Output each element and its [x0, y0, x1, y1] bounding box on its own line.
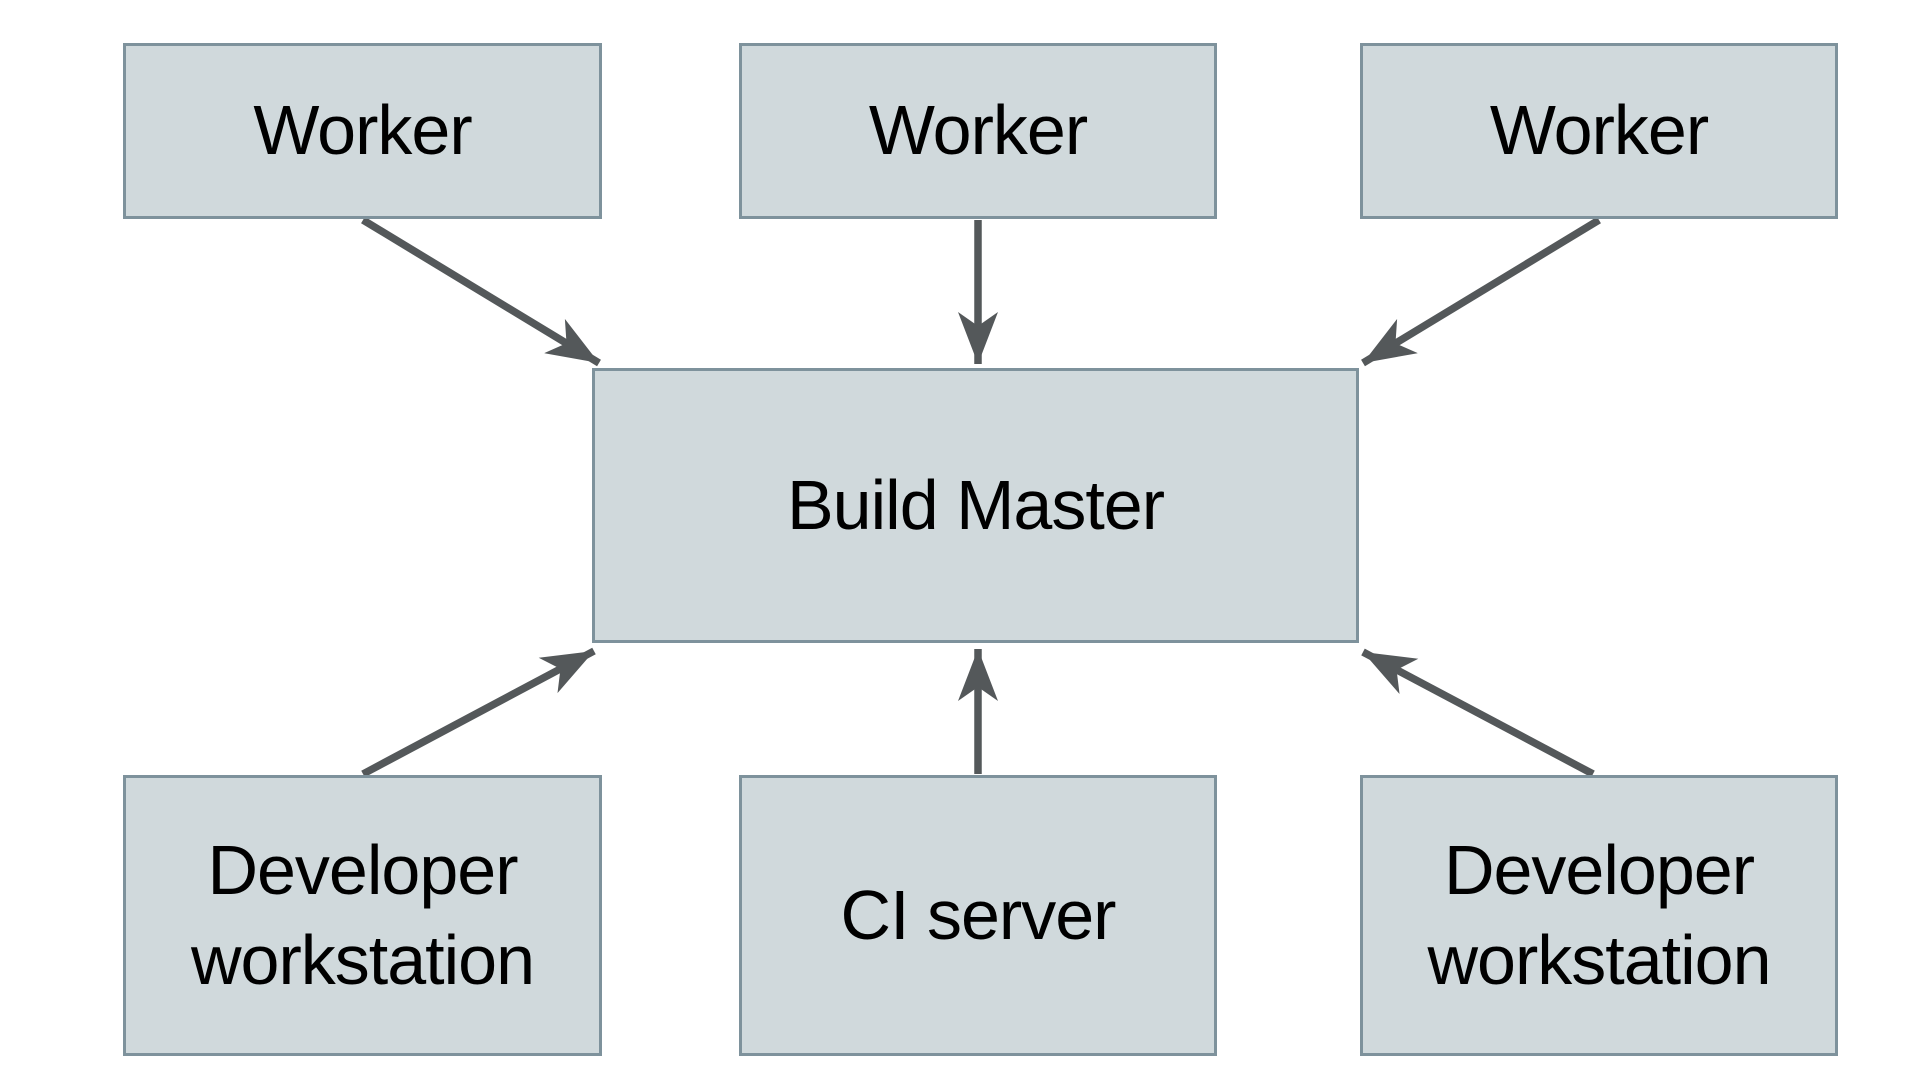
node-label-worker-2: Worker	[868, 91, 1088, 170]
node-label-ci-server: CI server	[840, 875, 1117, 954]
node-ci-server: CI server	[739, 775, 1217, 1056]
arrow-worker-1-to-build-master	[361, 216, 601, 367]
node-label-build-master: Build Master	[786, 465, 1165, 544]
node-worker-3: Worker	[1360, 43, 1838, 219]
node-label-worker-1: Worker	[253, 91, 472, 170]
node-worker-2: Worker	[739, 43, 1217, 219]
node-build-master: Build Master	[592, 368, 1359, 643]
node-worker-1: Worker	[123, 43, 602, 219]
arrow-worker-3-to-build-master	[1361, 216, 1601, 367]
node-label-worker-3: Worker	[1489, 91, 1709, 170]
node-developer-workstation-1: Developer workstation	[123, 775, 602, 1056]
node-label-developer-workstation-2: Developer workstation	[1427, 830, 1771, 999]
node-label-developer-workstation-1: Developer workstation	[190, 830, 535, 999]
arrow-developer-workstation-1-to-build-master	[361, 647, 596, 778]
arrow-developer-workstation-2-to-build-master	[1361, 648, 1595, 778]
node-developer-workstation-2: Developer workstation	[1360, 775, 1838, 1056]
